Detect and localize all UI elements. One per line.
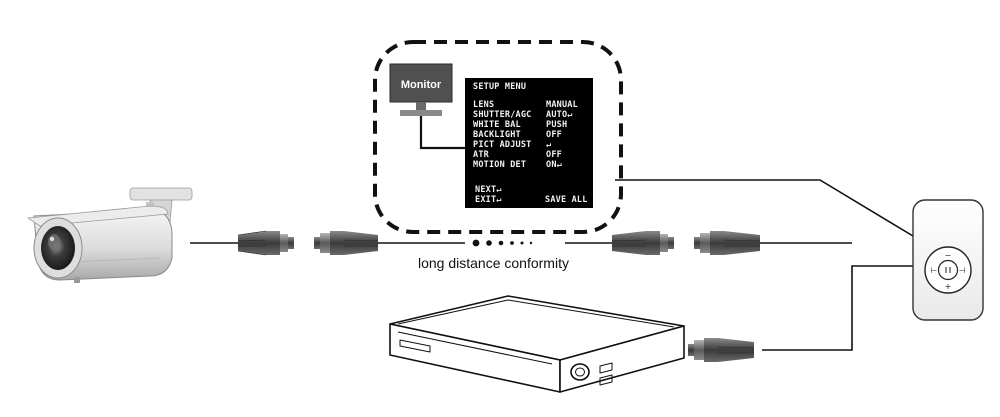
osd-row-value: MANUAL — [546, 100, 578, 110]
osd-row-value: PUSH — [546, 120, 567, 130]
dot — [498, 240, 504, 246]
osd-row-label: BACKLIGHT — [473, 130, 521, 140]
bnc-connector-icon — [314, 231, 379, 255]
osd-row-label: ATR — [473, 150, 490, 160]
bnc-connector-icon — [611, 231, 674, 255]
osd-save-all: SAVE ALL — [545, 195, 588, 205]
plus-icon[interactable]: + — [945, 282, 952, 291]
bnc-connector-icon — [688, 338, 755, 362]
osd-row-value: OFF — [546, 150, 562, 160]
monitor-frame — [373, 40, 623, 234]
osd-row-value: ↵ — [546, 140, 551, 150]
osd-row-label: WHITE BAL — [473, 120, 521, 130]
dot — [472, 239, 480, 247]
osd-row-label: PICT ADJUST — [473, 140, 532, 150]
joystick-controller: − + ⊢ ⊣ — [912, 199, 984, 321]
monitor-label: Monitor — [401, 79, 442, 91]
distance-caption: long distance conformity — [418, 255, 569, 271]
bnc-connector-icon — [694, 231, 761, 255]
osd-row-label: MOTION DET — [473, 160, 526, 170]
bullet-camera-icon — [26, 187, 193, 283]
cable-lines — [190, 179, 914, 351]
bnc-connector-icon — [237, 230, 294, 256]
controller-cable-lower — [762, 265, 913, 351]
camera-lens-icon — [41, 226, 75, 270]
dot — [510, 241, 514, 245]
monitor-icon: Monitor — [389, 63, 465, 150]
monitor-to-controller-cable — [615, 179, 914, 237]
osd-setup-menu-screen: SETUP MENU LENS MANUAL SHUTTER/AGC AUTO↵… — [465, 78, 593, 208]
dot — [520, 241, 524, 245]
center-button-icon[interactable] — [937, 259, 959, 281]
dvr-recorder-icon — [389, 295, 685, 393]
dot — [529, 241, 533, 245]
osd-exit: EXIT↵ — [475, 195, 502, 205]
osd-row-label: SHUTTER/AGC — [473, 110, 532, 120]
distance-dots — [472, 239, 533, 247]
minus-icon[interactable]: − — [945, 251, 952, 260]
osd-title: SETUP MENU — [473, 82, 526, 92]
osd-row-label: LENS — [473, 100, 494, 110]
osd-row-value: OFF — [546, 130, 562, 140]
osd-row-value: AUTO↵ — [546, 110, 573, 120]
right-icon[interactable]: ⊣ — [959, 266, 966, 275]
osd-row-value: ON↵ — [546, 160, 562, 170]
left-icon[interactable]: ⊢ — [931, 266, 938, 275]
dot — [486, 240, 492, 246]
osd-next: NEXT↵ — [475, 185, 502, 195]
